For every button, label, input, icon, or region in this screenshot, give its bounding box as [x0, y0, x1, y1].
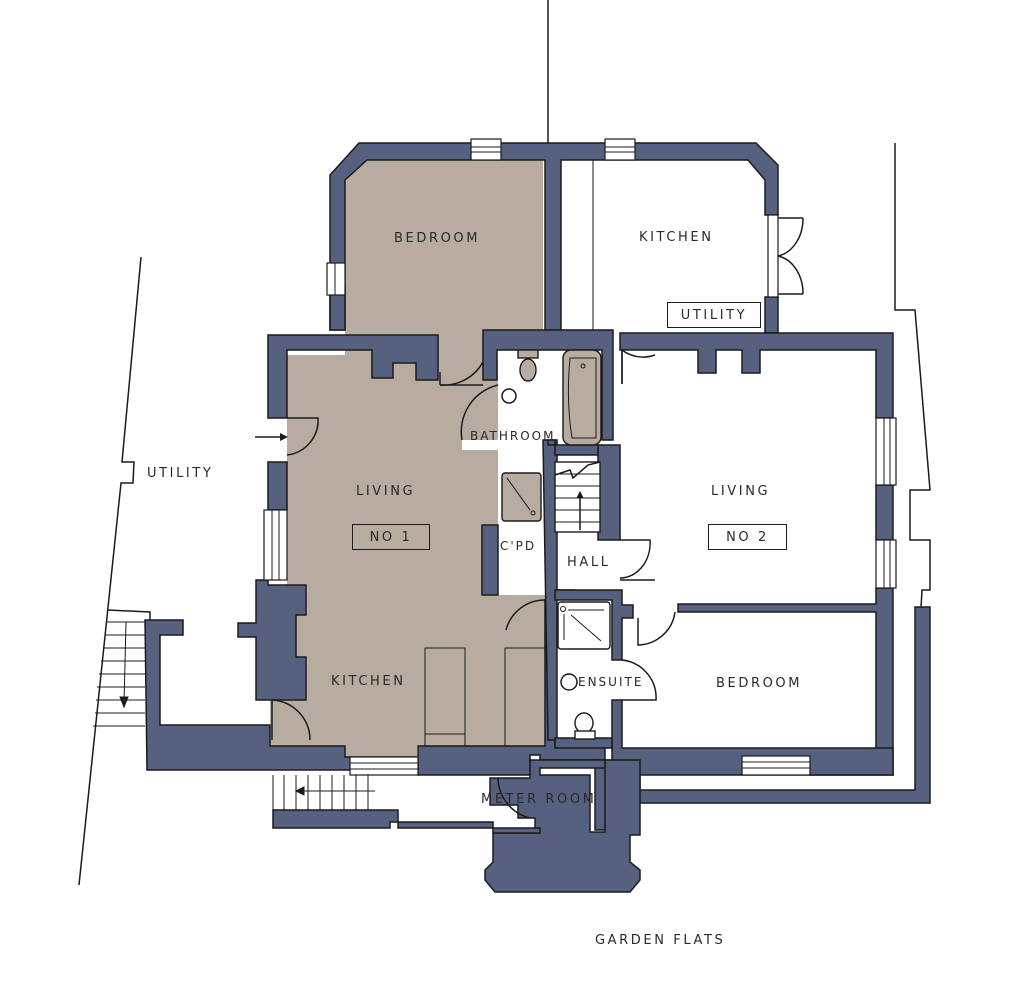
flat1-kitchen-label: KITCHEN — [331, 674, 406, 689]
flat1-living-label: LIVING — [356, 484, 416, 499]
french-doors — [767, 214, 804, 298]
flat2-hall-label: HALL — [567, 555, 611, 570]
ensuite-fixtures — [557, 601, 611, 740]
flat1-cupboard-label: C'PD — [500, 539, 537, 553]
flat1-bedroom-label: BEDROOM — [394, 231, 481, 246]
door-swings — [271, 348, 676, 819]
flat2-number-tag: NO 2 — [708, 524, 787, 550]
kitchen1-units — [424, 647, 546, 747]
meter-room-label: METER ROOM — [481, 792, 597, 807]
external-utility-label: UTILITY — [147, 466, 214, 481]
plan-title: GARDEN FLATS — [595, 933, 726, 948]
flat2-kitchen-label: KITCHEN — [639, 230, 714, 245]
flat2-utility-label: UTILITY — [667, 302, 761, 328]
hall-stairs — [554, 461, 601, 533]
flat2-ensuite-label: ENSUITE — [578, 675, 644, 689]
flat1-number-tag: NO 1 — [352, 524, 430, 550]
flat2-bedroom-label: BEDROOM — [716, 676, 803, 691]
windows — [263, 138, 897, 776]
flat2-living-label: LIVING — [711, 484, 771, 499]
external-stairs-left — [93, 609, 151, 727]
walls — [144, 142, 931, 893]
external-stairs-bottom — [272, 775, 375, 810]
flat1-bathroom-label: BATHROOM — [470, 429, 556, 443]
entrance-arrow — [255, 433, 288, 441]
site-boundary-lines — [78, 0, 931, 886]
flat1-floor — [270, 160, 545, 757]
bathroom-fixtures — [501, 349, 602, 522]
